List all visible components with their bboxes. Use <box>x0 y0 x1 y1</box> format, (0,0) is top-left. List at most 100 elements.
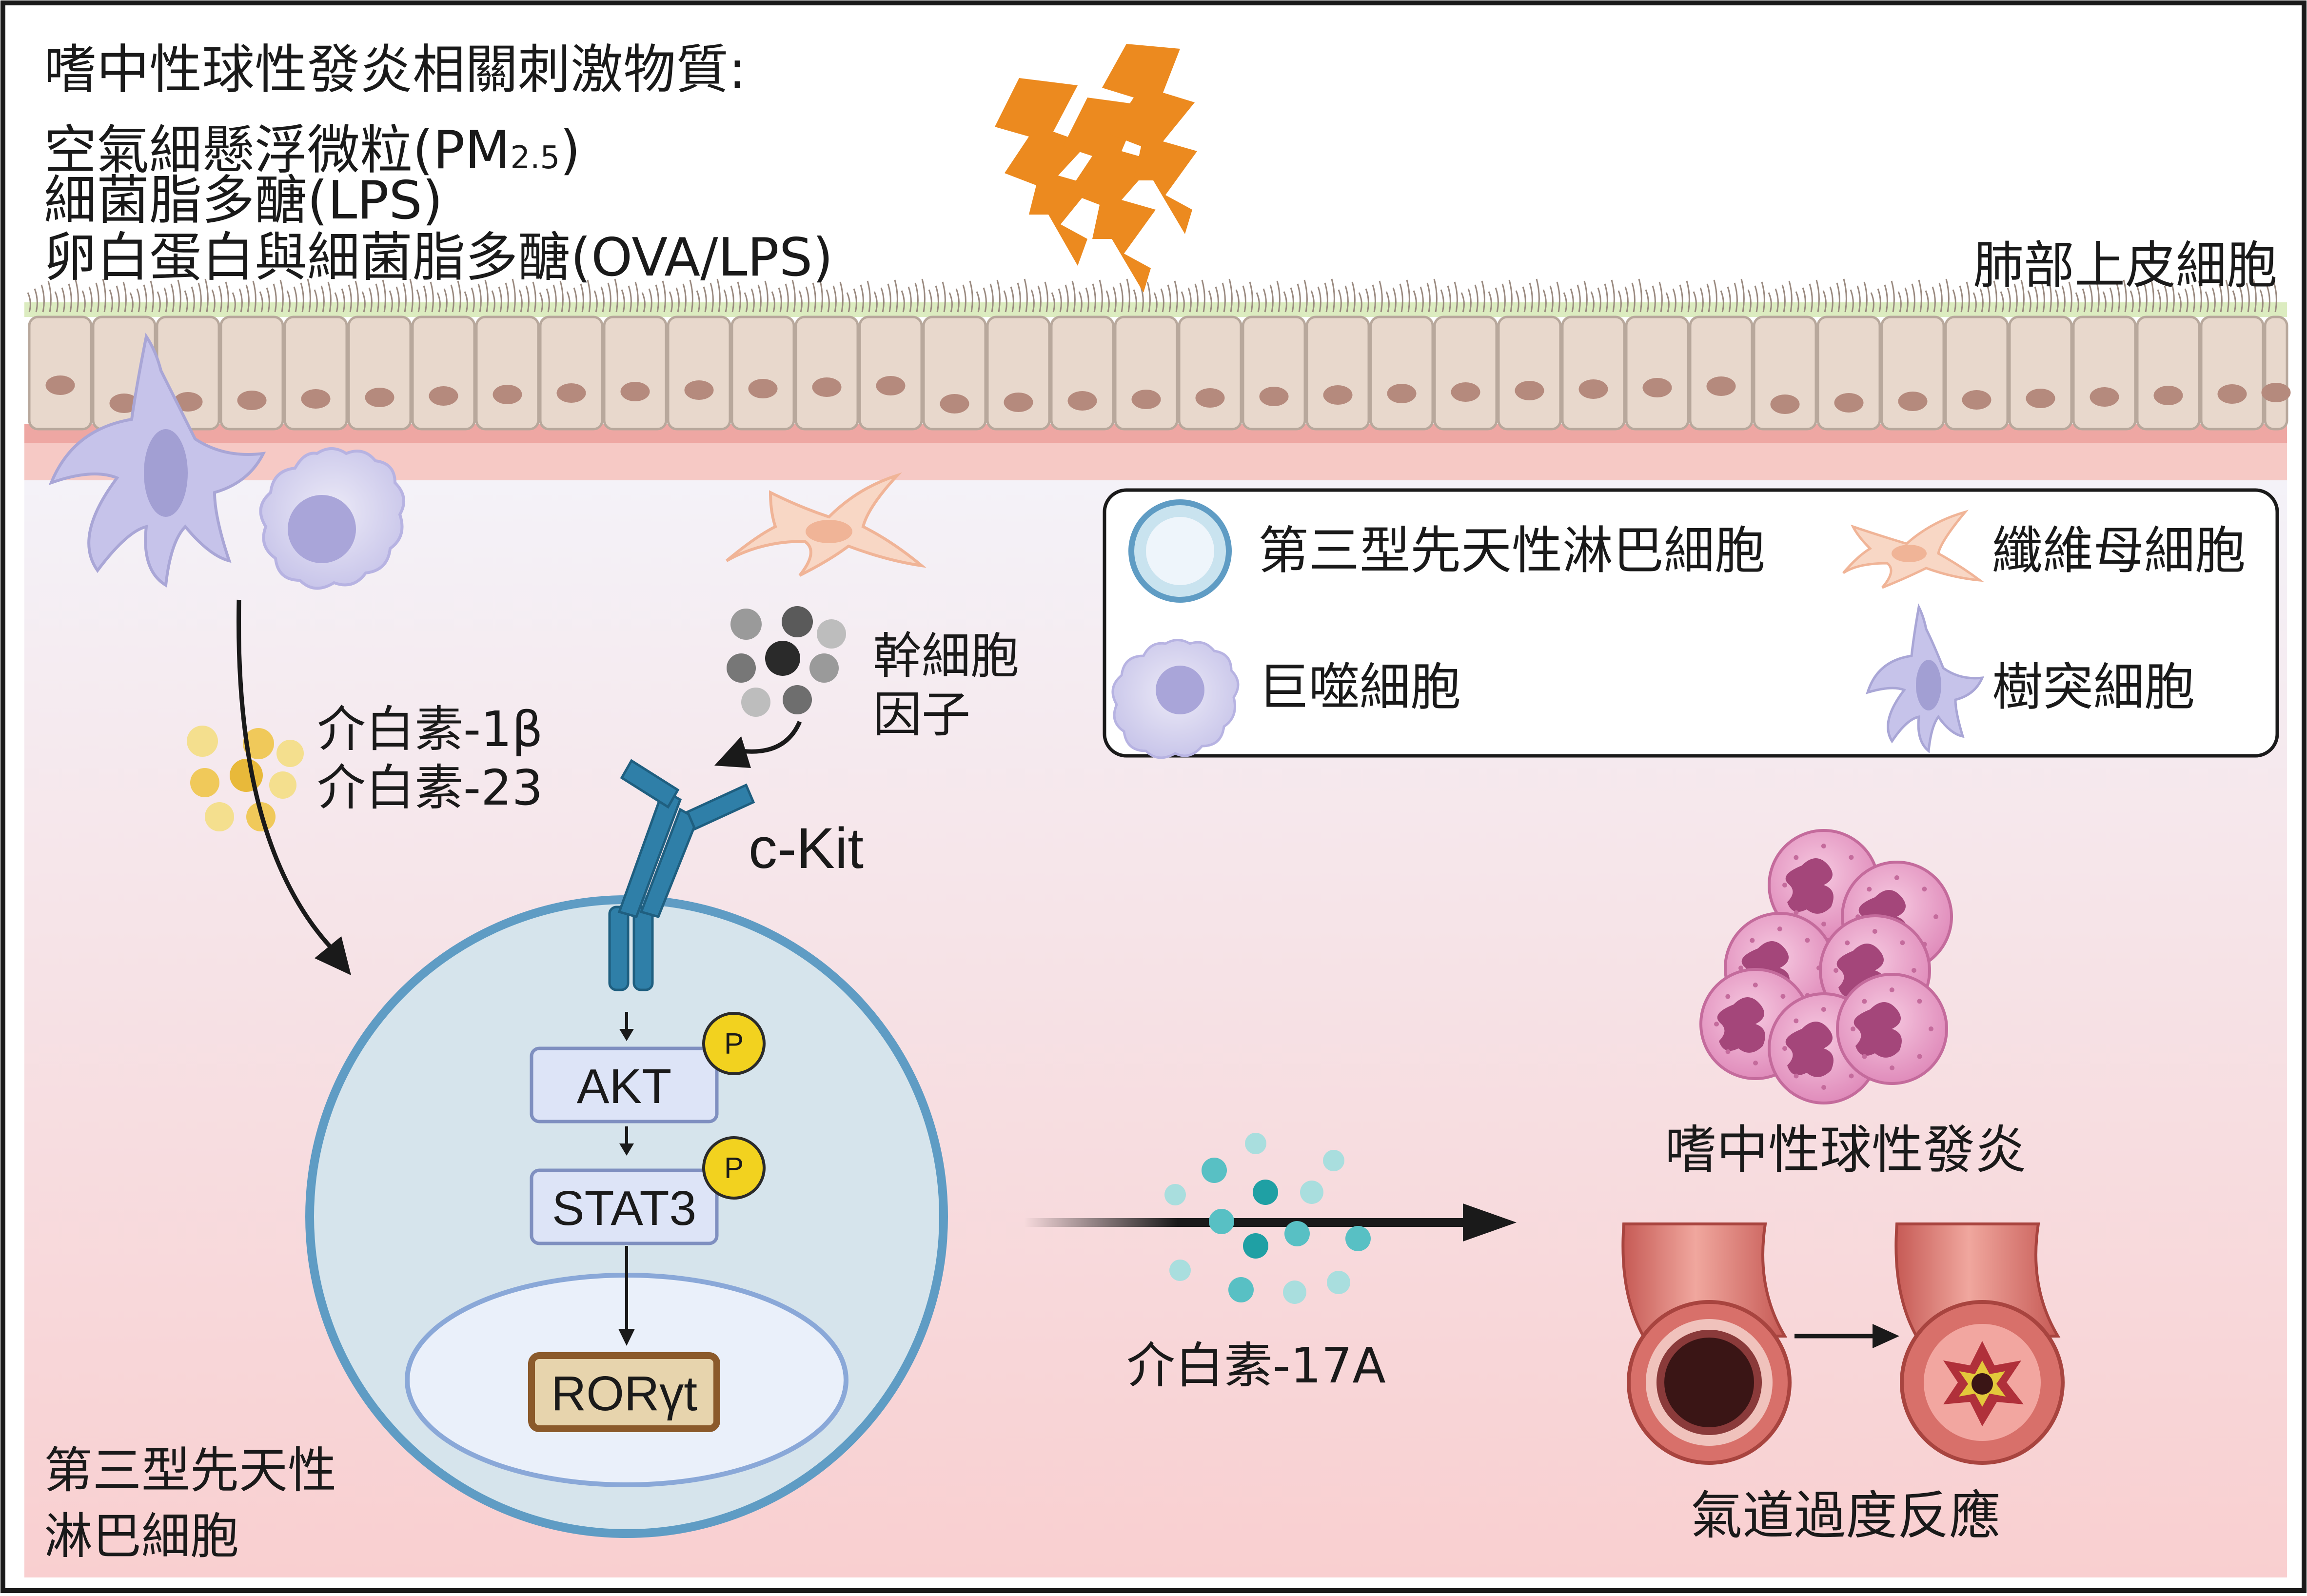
epithelial-nucleus <box>1323 385 1353 405</box>
epithelial-nucleus <box>493 385 522 404</box>
cilium <box>1454 281 1458 313</box>
cilium <box>129 292 134 313</box>
cilium <box>1085 287 1089 313</box>
cilium <box>894 279 898 313</box>
epithelial-cell <box>539 315 604 431</box>
cilium <box>1918 279 1922 313</box>
cilium <box>614 278 618 313</box>
epithelial-cell <box>1880 315 1945 431</box>
cilium <box>102 278 106 313</box>
cilium <box>1283 291 1287 313</box>
cilium <box>2177 292 2182 313</box>
legend-dendritic-icon <box>1866 603 1984 753</box>
cilium <box>860 284 864 313</box>
cilium <box>1693 291 1697 313</box>
cilium <box>184 290 188 313</box>
cilium <box>907 286 912 313</box>
cilium <box>1747 289 1752 313</box>
epithelial-cell <box>1433 315 1498 431</box>
cilium <box>1078 291 1083 313</box>
cilium <box>1508 279 1513 313</box>
receptor-akt-arrowhead <box>619 1029 634 1041</box>
cilium <box>279 279 284 313</box>
cilium <box>641 292 646 313</box>
cilium <box>1215 286 1219 313</box>
epithelial-nucleus <box>237 391 267 410</box>
scf-label-line-2: 因子 <box>873 686 970 743</box>
cilium <box>1795 291 1799 313</box>
legend-ilc3-label: 第三型先天性淋巴細胞 <box>1258 521 1765 580</box>
cilium <box>873 291 878 313</box>
cilium <box>621 289 625 313</box>
cilium <box>252 280 256 313</box>
cilium <box>47 280 52 313</box>
epithelial-cell <box>219 315 284 431</box>
cilium <box>600 286 605 313</box>
cilium <box>1351 281 1356 313</box>
cilium <box>88 286 93 313</box>
akt-phospho-label: P <box>724 1027 744 1060</box>
epithelial-cell <box>1689 315 1754 431</box>
cilium <box>273 283 277 313</box>
il17a-particles <box>1164 1133 1371 1304</box>
cilium <box>286 290 291 313</box>
cilium <box>1420 286 1424 313</box>
cilium <box>675 287 680 313</box>
cilium <box>1843 278 1847 313</box>
cilium <box>484 279 489 313</box>
cilium <box>928 289 932 313</box>
cilium <box>2191 284 2195 313</box>
cilium <box>1119 282 1124 313</box>
cilium <box>839 281 844 313</box>
cilium <box>1836 282 1840 313</box>
cilium <box>1003 290 1007 313</box>
il-arrow <box>237 599 338 955</box>
cilium <box>1290 287 1294 313</box>
cilium <box>1433 278 1438 313</box>
cilium <box>1399 283 1403 313</box>
cilium <box>232 292 236 313</box>
cilium <box>2170 281 2175 313</box>
cilium <box>832 285 837 313</box>
cilium <box>170 283 175 313</box>
cilium <box>887 283 891 313</box>
epithelial-nucleus <box>2153 386 2183 405</box>
epithelial-cell <box>347 315 412 431</box>
legend-fibroblast-icon <box>1842 510 1984 589</box>
cilium <box>259 291 263 313</box>
cilium <box>1590 291 1595 313</box>
cilium <box>587 279 591 313</box>
cilium <box>2000 291 2004 313</box>
cilium <box>1133 289 1137 313</box>
cilium <box>778 287 782 313</box>
cilium <box>416 289 420 313</box>
cilium <box>1112 286 1117 313</box>
cilium <box>1740 278 1745 313</box>
cilium <box>1269 284 1274 313</box>
roryt-box: RORγt <box>528 1352 720 1432</box>
cilium <box>1652 285 1656 313</box>
cilium <box>532 281 536 313</box>
cilium <box>969 280 973 313</box>
cilium <box>1897 291 1902 313</box>
cilium <box>1829 286 1834 313</box>
stat3-label: STAT3 <box>552 1181 696 1236</box>
cilium <box>1925 290 1929 313</box>
cilium <box>552 284 557 313</box>
cilium <box>1536 278 1540 313</box>
il17a-arrowhead <box>1463 1203 1517 1241</box>
legend-dendritic-label: 樹突細胞 <box>1992 657 2195 717</box>
cilium <box>1734 282 1738 313</box>
cilium <box>116 285 120 313</box>
cilium <box>1583 280 1588 313</box>
cilium <box>402 282 407 313</box>
cilium <box>1488 291 1492 313</box>
cilium <box>1645 289 1649 313</box>
cilium <box>457 280 461 313</box>
cilium <box>1788 280 1793 313</box>
cilium <box>1665 292 1670 313</box>
cilium <box>1863 281 1868 313</box>
cilium <box>1297 283 1301 313</box>
cilium <box>1044 281 1048 313</box>
